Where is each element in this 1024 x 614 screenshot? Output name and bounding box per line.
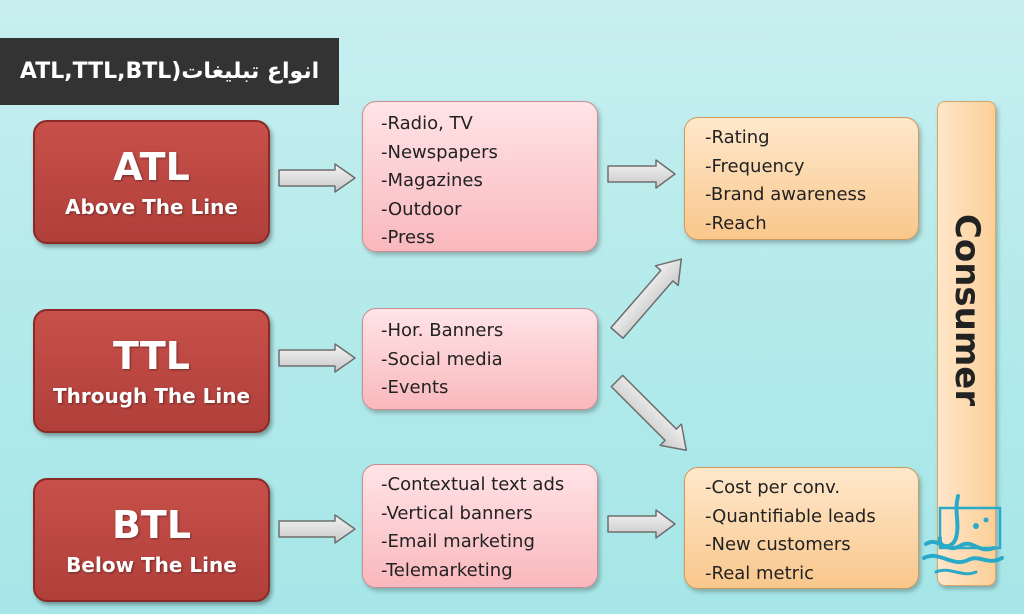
channel-box-ttl: -Hor. Banners -Social media -Events (362, 308, 598, 410)
channel-item: -Email marketing (381, 531, 535, 552)
channel-item: -Vertical banners (381, 502, 533, 524)
type-box-atl: ATL Above The Line (33, 120, 270, 244)
metric-item: -New customers (705, 534, 851, 555)
arrow-icon (610, 258, 683, 339)
calligraphy-logo-icon (922, 494, 1004, 576)
metric-item: -Frequency (705, 155, 805, 177)
type-box-ttl: TTL Through The Line (33, 309, 270, 433)
channel-item: -Newspapers (381, 141, 498, 163)
metric-item: -Brand awareness (705, 184, 867, 205)
channel-item: -Press (381, 227, 435, 248)
page-title: انواع تبلیغات(ATL,TTL,BTL (0, 38, 339, 105)
type-box-btl: BTL Below The Line (33, 478, 270, 602)
metric-box-top: -Rating -Frequency -Brand awareness -Rea… (684, 117, 919, 240)
channel-item: -Events (381, 377, 449, 398)
channel-item: -Contextual text ads (381, 474, 565, 495)
metric-item: -Rating (705, 127, 770, 148)
arrow-icon (607, 159, 676, 189)
channel-item: -Hor. Banners (381, 320, 504, 341)
channel-box-atl: -Radio, TV -Newspapers -Magazines -Outdo… (362, 101, 598, 252)
arrow-icon (610, 374, 688, 452)
channel-item: -Magazines (381, 170, 483, 191)
type-abbr: TTL (113, 334, 190, 378)
type-full-name: Above The Line (65, 195, 238, 219)
arrow-icon (607, 509, 676, 539)
arrow-icon (278, 514, 356, 544)
type-abbr: ATL (113, 145, 190, 189)
channel-box-btl: -Contextual text ads -Vertical banners -… (362, 464, 598, 588)
channel-item: -Radio, TV (381, 113, 473, 134)
type-full-name: Through The Line (52, 384, 251, 408)
consumer-bar: Consumer (937, 101, 996, 586)
channel-item: -Outdoor (381, 198, 462, 220)
arrow-icon (278, 163, 356, 193)
metric-item: -Reach (705, 212, 767, 234)
metric-item: -Cost per conv. (705, 477, 841, 498)
arrow-icon (278, 343, 356, 373)
channel-item: -Social media (381, 348, 503, 370)
metric-box-bottom: -Cost per conv. -Quantifiable leads -New… (684, 467, 919, 589)
type-full-name: Below The Line (66, 553, 237, 577)
type-abbr: BTL (111, 503, 192, 547)
metric-item: -Real metric (705, 562, 814, 584)
channel-item: -Telemarketing (381, 559, 513, 581)
metric-item: -Quantifiable leads (705, 505, 876, 527)
